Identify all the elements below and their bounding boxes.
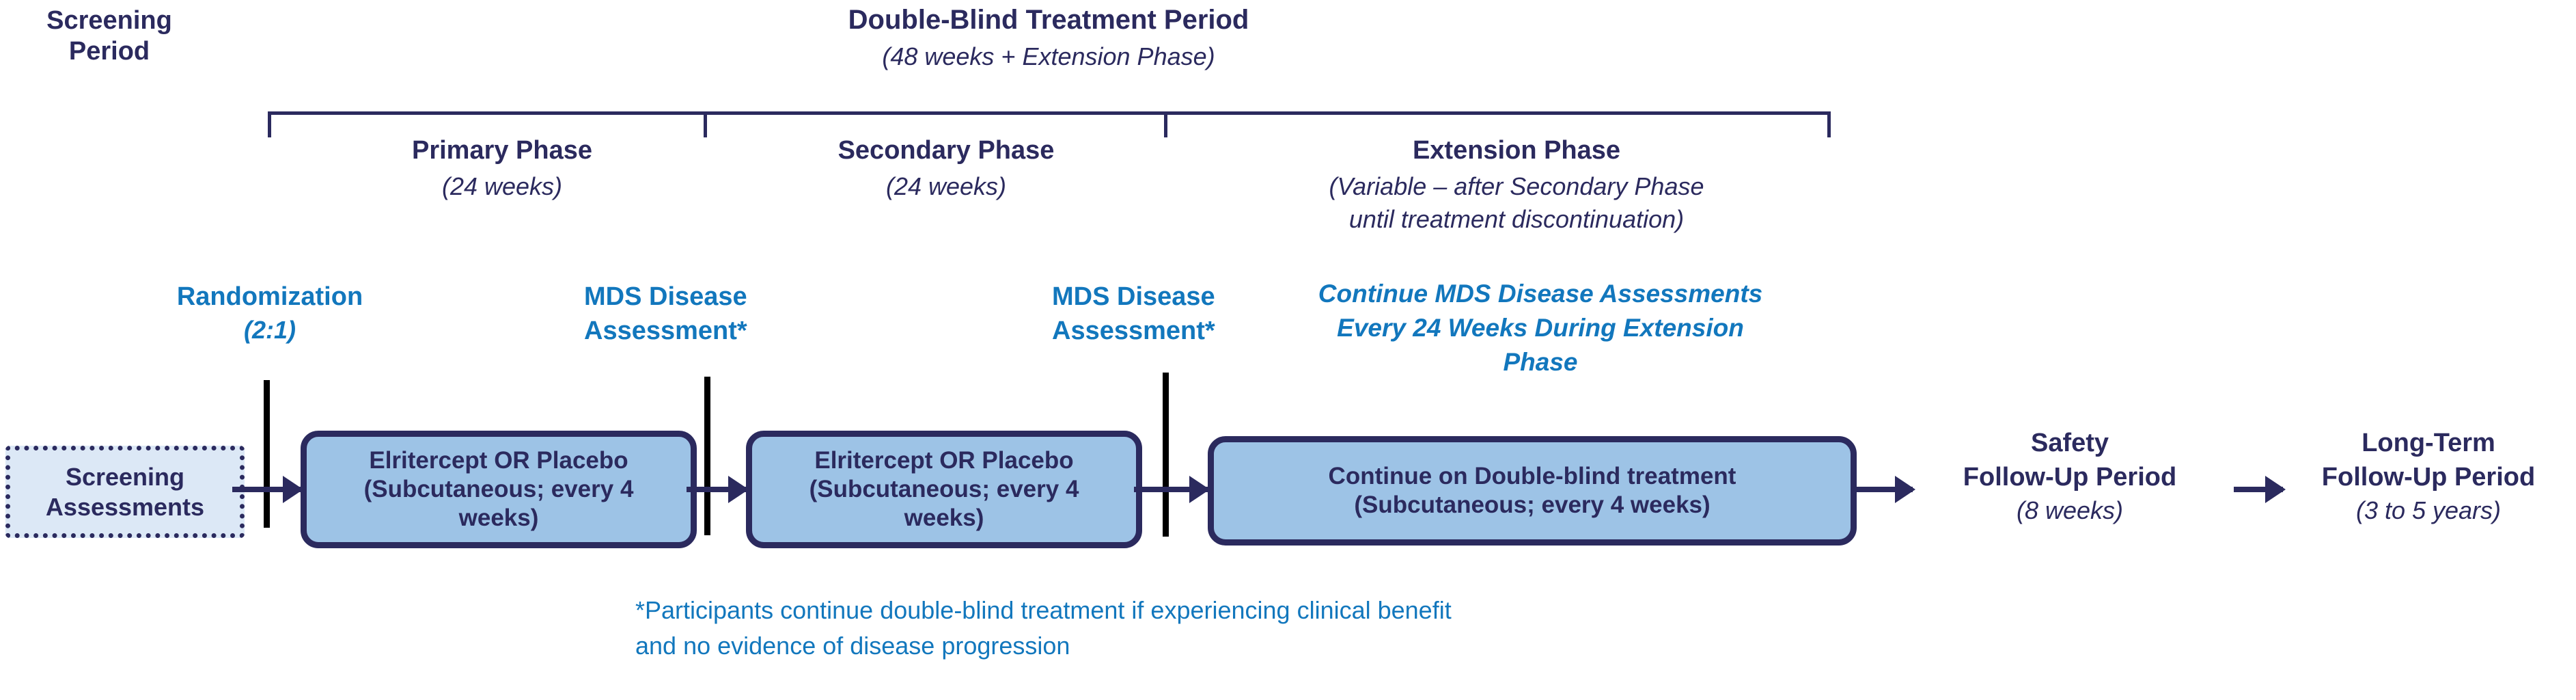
milestone-label-mds-assessment-2-line2: Assessment* xyxy=(1052,317,1215,345)
phase-heading-extension: Extension Phase xyxy=(1412,136,1621,165)
extension-assessment-note-line3: Phase xyxy=(1503,348,1578,376)
box-secondary-treatment-line3: weeks) xyxy=(904,504,984,531)
box-secondary-treatment[interactable]: Elritercept OR Placebo (Subcutaneous; ev… xyxy=(746,431,1142,548)
box-primary-treatment-line2: (Subcutaneous; every 4 xyxy=(363,476,634,502)
box-secondary-treatment-line1: Elritercept OR Placebo xyxy=(814,447,1074,474)
screening-period-heading: Screening Period xyxy=(14,5,205,67)
box-screening-assessments-line2: Assessments xyxy=(45,492,205,521)
connector-extension-to-safety-followup-arrowhead xyxy=(1895,476,1915,503)
connector-screening-to-primary xyxy=(232,487,301,492)
box-extension-treatment-line2: (Subcutaneous; every 4 weeks) xyxy=(1354,492,1711,518)
bracket-tick-right xyxy=(1827,111,1831,137)
phase-duration-primary: (24 weeks) xyxy=(441,172,563,200)
box-extension-treatment[interactable]: Continue on Double-blind treatment (Subc… xyxy=(1208,436,1857,546)
box-extension-treatment-line1: Continue on Double-blind treatment xyxy=(1328,463,1736,489)
box-primary-treatment[interactable]: Elritercept OR Placebo (Subcutaneous; ev… xyxy=(301,431,697,548)
connector-secondary-to-extension xyxy=(1134,487,1209,492)
box-secondary-treatment-line2: (Subcutaneous; every 4 xyxy=(809,476,1079,502)
bracket-tick-primary-secondary xyxy=(704,111,707,137)
double-blind-title: Double-Blind Treatment Period xyxy=(848,5,1249,35)
milestone-label-randomization: Randomization xyxy=(176,282,363,311)
double-blind-bracket-rail xyxy=(268,111,1831,115)
milestone-bar-mds-assessment-1 xyxy=(704,377,710,535)
milestone-bar-mds-assessment-2 xyxy=(1163,373,1169,537)
box-screening-assessments-line1: Screening xyxy=(65,463,185,492)
milestone-bar-randomization xyxy=(264,380,270,528)
connector-safety-to-longterm-followup xyxy=(2234,487,2283,492)
phase-duration-extension-line2: until treatment discontinuation) xyxy=(1348,205,1685,233)
screening-period-line1: Screening xyxy=(46,6,172,35)
connector-safety-to-longterm-followup-arrowhead xyxy=(2265,476,2286,503)
bracket-tick-secondary-extension xyxy=(1164,111,1167,137)
extension-assessment-note-line2: Every 24 Weeks During Extension xyxy=(1337,314,1744,342)
connector-secondary-to-extension-arrowhead xyxy=(1189,476,1210,503)
longterm-followup-line1: Long-Term xyxy=(2362,429,2495,457)
connector-primary-to-secondary-arrowhead xyxy=(728,476,749,503)
bracket-tick-left xyxy=(268,111,271,137)
safety-followup-line1: Safety xyxy=(2030,429,2109,457)
connector-screening-to-primary-arrowhead xyxy=(283,476,303,503)
footnote-line2: and no evidence of disease progression xyxy=(635,632,1070,660)
phase-duration-extension-line1: (Variable – after Secondary Phase xyxy=(1329,172,1704,200)
connector-extension-to-safety-followup xyxy=(1857,487,1913,492)
footnote-line1: *Participants continue double-blind trea… xyxy=(635,596,1452,624)
safety-followup-duration: (8 weeks) xyxy=(2016,496,2124,524)
extension-assessment-note-line1: Continue MDS Disease Assessments xyxy=(1318,280,1763,308)
phase-heading-primary: Primary Phase xyxy=(411,136,593,165)
phase-heading-secondary: Secondary Phase xyxy=(837,136,1055,165)
box-screening-assessments[interactable]: Screening Assessments xyxy=(5,446,245,538)
milestone-label-mds-assessment-1-line1: MDS Disease xyxy=(584,282,747,311)
longterm-followup-duration: (3 to 5 years) xyxy=(2355,496,2502,524)
safety-followup-line2: Follow-Up Period xyxy=(1963,463,2177,492)
milestone-ratio-randomization: (2:1) xyxy=(243,316,296,344)
box-primary-treatment-line1: Elritercept OR Placebo xyxy=(369,447,628,474)
milestone-label-mds-assessment-1-line2: Assessment* xyxy=(584,317,747,345)
phase-duration-secondary: (24 weeks) xyxy=(885,172,1007,200)
milestone-label-mds-assessment-2-line1: MDS Disease xyxy=(1052,282,1215,311)
box-primary-treatment-line3: weeks) xyxy=(458,504,539,531)
double-blind-subtitle: (48 weeks + Extension Phase) xyxy=(882,42,1215,70)
screening-period-line2: Period xyxy=(68,36,150,66)
connector-primary-to-secondary xyxy=(687,487,748,492)
longterm-followup-line2: Follow-Up Period xyxy=(2321,463,2536,492)
